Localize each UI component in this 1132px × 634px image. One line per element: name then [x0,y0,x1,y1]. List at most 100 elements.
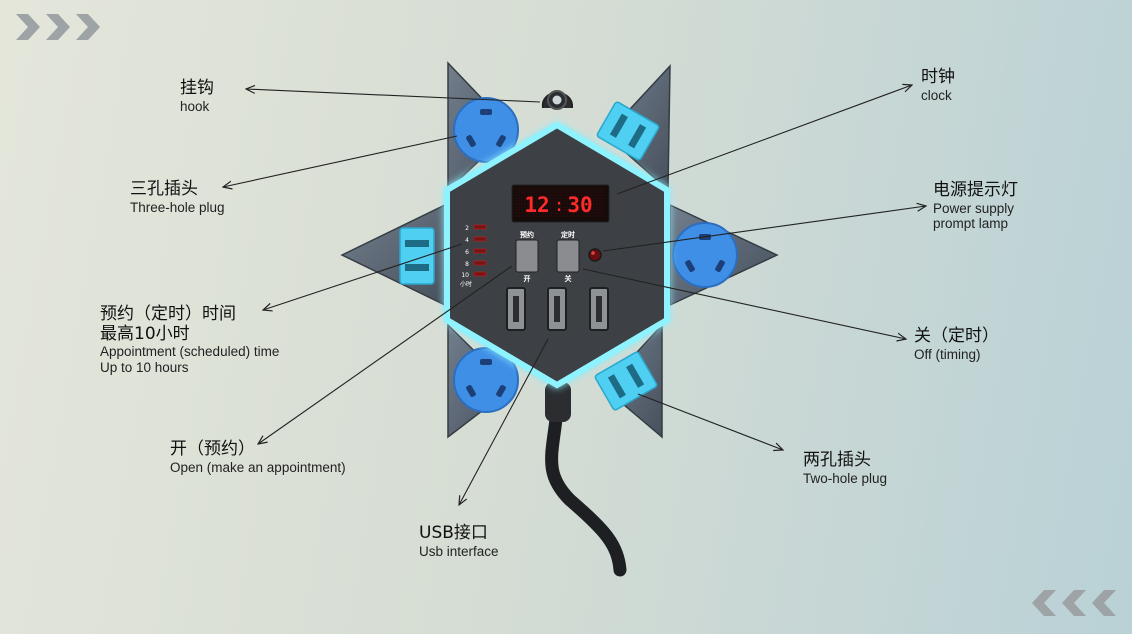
display-dot [548,212,550,214]
arrow-lamp [602,206,926,252]
display-dot [554,215,556,217]
display-dot [578,200,580,202]
display-dot [527,188,529,190]
arrow-hook [246,89,541,103]
display-dot [557,209,559,211]
display-dot [530,206,532,208]
display-dot [539,188,541,190]
three-hole-socket-bottom-left [453,347,519,413]
display-dot [581,191,583,193]
display-dot [548,209,550,211]
display-dot [587,209,589,211]
appointment-button[interactable] [515,239,539,273]
display-dot [584,215,586,217]
label-clock-en: clock [921,87,952,103]
display-dot [569,212,571,214]
display-dot [554,200,556,202]
display-dot [524,215,526,217]
display-dot [536,197,538,199]
display-dot [524,212,526,214]
display-dot [560,197,562,199]
display-dot [542,200,544,202]
display-dot [581,197,583,199]
display-dot [602,197,604,199]
display-dot [536,209,538,211]
display-dot [539,197,541,199]
display-dot [572,215,574,217]
display-dot [539,203,541,205]
display-dot [539,212,541,214]
display-dot [584,188,586,190]
display-dot [563,194,565,196]
display-dot [602,191,604,193]
display-dot [575,194,577,196]
display-dot [518,215,520,217]
display-dot [518,206,520,208]
display-dot [545,203,547,205]
display-dot [524,209,526,211]
cable-strain-relief [545,382,571,422]
display-dot [542,191,544,193]
display-dot [545,191,547,193]
display-dot [578,188,580,190]
timer-led [473,236,487,242]
display-dot [593,194,595,196]
display-dot [545,197,547,199]
display-dot [578,197,580,199]
display-dot [563,200,565,202]
display-dot [551,194,553,196]
display-dot [524,191,526,193]
display-dot [584,191,586,193]
display-dot [542,206,544,208]
display-dot [557,212,559,214]
display-dot [563,209,565,211]
display-dot [539,206,541,208]
display-dot [542,209,544,211]
display-dot [536,212,538,214]
display-dot [602,215,604,217]
display-dot [524,197,526,199]
timer-mark-2: 2 [465,225,469,232]
display-dot [572,191,574,193]
display-dot [515,203,517,205]
display-dot [587,206,589,208]
display-dot [584,200,586,202]
display-dot [560,188,562,190]
display-dot [599,209,601,211]
display-dot [566,215,568,217]
display-dot [518,194,520,196]
display-dot [560,206,562,208]
display-dot [596,206,598,208]
display-dot [569,215,571,217]
display-dot [521,194,523,196]
display-dot [554,203,556,205]
display-dot [584,203,586,205]
display-dot [587,212,589,214]
display-dot [536,191,538,193]
display-dot [569,206,571,208]
timer-led [473,271,487,277]
display-dot [530,188,532,190]
display-dot [527,215,529,217]
display-dot [527,203,529,205]
label-off: 关（定时） Off (timing) [914,326,999,362]
display-dot [548,203,550,205]
display-dot [572,194,574,196]
label-hook-zh: 挂钩 [180,78,214,98]
three-hole-socket-right [672,222,738,288]
display-dot [593,212,595,214]
display-dot [581,188,583,190]
display-dot [536,188,538,190]
display-dot [590,215,592,217]
display-dot [521,206,523,208]
display-dot [581,215,583,217]
display-dot [563,206,565,208]
timer-off-button[interactable] [556,239,580,273]
display-dot [518,209,520,211]
display-dot [569,203,571,205]
display-dot [563,191,565,193]
display-dot [599,197,601,199]
arrow-two-hole [637,393,783,450]
display-dot [584,197,586,199]
